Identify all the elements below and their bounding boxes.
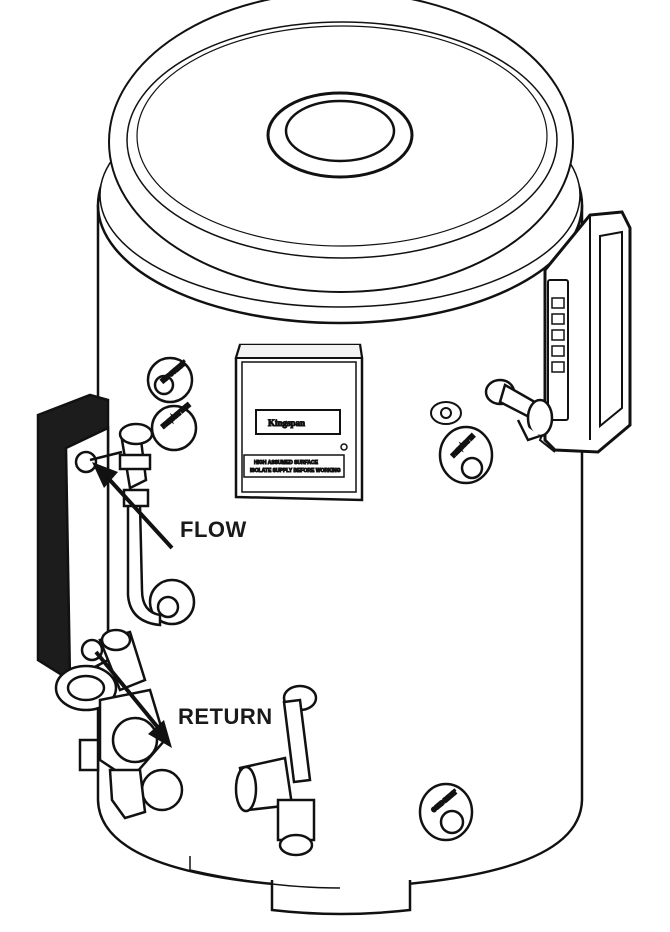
flow-label: FLOW [180,517,247,542]
circulating-pump [54,664,167,820]
flow-arrow [92,462,174,550]
hw-outlet-port: HW OUTLET [146,356,194,404]
mid-port [148,578,196,626]
tank-body [96,205,584,916]
lower-port [140,768,184,812]
cold-inlet-port: COLD INLET [418,782,474,842]
warning-label-2: ISOLATE SUPPLY BEFORE WORKING [250,468,341,474]
controller-buttons [551,297,565,373]
warning-label-1: HIGH ASSUMED SURFACE [254,460,319,466]
primary-in-port: PRIMARY IN [438,425,494,485]
right-valve-assembly [484,378,554,442]
cold-feed-pipework [234,684,318,857]
return-label: RETURN [178,704,273,729]
top-lid [96,0,584,325]
side-controller [538,210,632,454]
plate-heat-exchanger [36,393,110,683]
control-box: Kingspan HIGH ASSUMED SURFACE ISOLATE SU… [234,343,364,502]
brand-label: Kingspan [268,418,305,428]
primary-return-port: PRIMARY RTN [150,401,198,452]
flow-pipework [89,422,162,627]
sensor-port [430,401,462,425]
return-arrow [94,650,172,748]
